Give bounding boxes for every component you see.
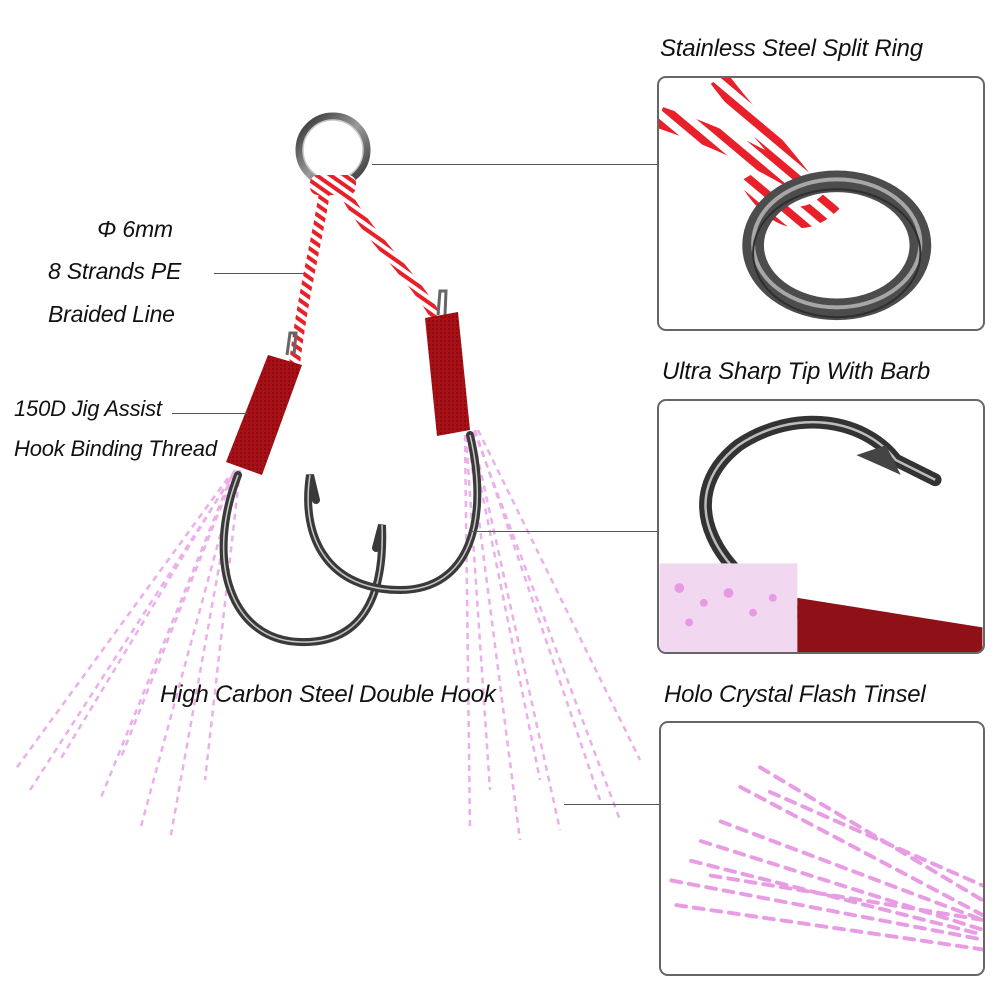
binding-thread-right bbox=[425, 312, 470, 436]
thread-spec-label: 150D Jig Assist bbox=[14, 396, 162, 421]
detail-panel-split-ring bbox=[657, 76, 985, 331]
tinsel-right bbox=[463, 429, 642, 841]
line-diameter-label: Φ 6mm bbox=[97, 216, 173, 242]
callout-line-tinsel bbox=[564, 804, 660, 805]
callout-line-tip bbox=[470, 531, 658, 532]
detail-panel-hook-tip bbox=[657, 399, 985, 654]
callout-line-braid bbox=[214, 273, 304, 274]
double-assist-hook-illustration bbox=[13, 112, 642, 841]
braided-line-left bbox=[289, 176, 332, 366]
line-type-label: Braided Line bbox=[48, 301, 175, 327]
panel-title-hook-tip: Ultra Sharp Tip With Barb bbox=[662, 358, 931, 385]
detail-panel-tinsel bbox=[659, 721, 985, 976]
braided-line-right bbox=[334, 176, 444, 326]
hook-large bbox=[219, 471, 387, 647]
binding-thread-left bbox=[226, 355, 302, 475]
panel-title-split-ring: Stainless Steel Split Ring bbox=[660, 35, 923, 62]
split-ring-closeup bbox=[659, 78, 932, 321]
callout-line-ring bbox=[372, 164, 658, 165]
callout-line-thread bbox=[172, 413, 248, 414]
panel-title-tinsel: Holo Crystal Flash Tinsel bbox=[664, 681, 926, 708]
tinsel-closeup bbox=[669, 765, 983, 952]
line-strands-label: 8 Strands PE bbox=[48, 258, 182, 284]
hook-tip-closeup bbox=[659, 415, 983, 652]
thread-type-label: Hook Binding Thread bbox=[14, 436, 217, 461]
tinsel-left bbox=[13, 469, 242, 841]
split-ring bbox=[295, 112, 371, 188]
main-caption: High Carbon Steel Double Hook bbox=[160, 681, 496, 708]
